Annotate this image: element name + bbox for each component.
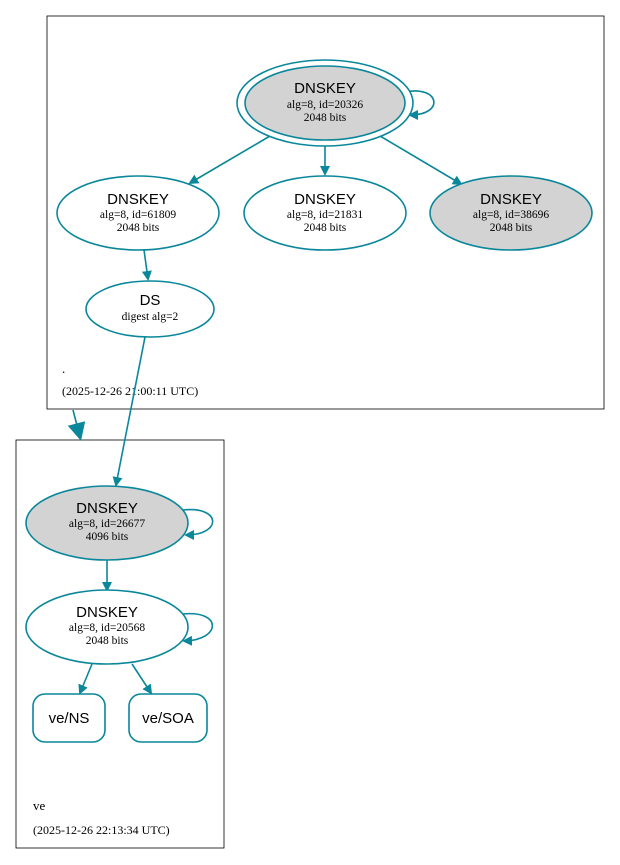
edge-zsk-to-soa xyxy=(131,663,153,695)
edge-ksk-self xyxy=(404,90,435,120)
root-key1-bits: 2048 bits xyxy=(117,222,160,234)
ve-ksk-bits: 4096 bits xyxy=(86,531,129,543)
ve-zsk-bits: 2048 bits xyxy=(86,635,129,647)
root-ksk-bits: 2048 bits xyxy=(304,112,347,124)
root-ksk-title: DNSKEY xyxy=(294,80,356,97)
root-ksk-node[interactable]: DNSKEY alg=8, id=20326 2048 bits xyxy=(236,59,414,147)
ve-ns-label: ve/NS xyxy=(49,710,90,727)
edge-ksk-to-key3 xyxy=(379,135,463,186)
edge-ve-ksk-self xyxy=(182,508,214,540)
ve-ksk-title: DNSKEY xyxy=(76,500,138,517)
root-key2-title: DNSKEY xyxy=(294,191,356,208)
ve-soa-label: ve/SOA xyxy=(142,710,194,727)
ds-title: DS xyxy=(140,292,161,309)
ds-digest: digest alg=2 xyxy=(122,311,179,323)
ve-ns-rrset[interactable]: ve/NS xyxy=(32,693,106,743)
root-key3-alg: alg=8, id=38696 xyxy=(473,209,549,221)
edge-ksk-to-key1 xyxy=(188,135,271,185)
ve-ksk-alg: alg=8, id=26677 xyxy=(69,518,145,530)
root-key2-alg: alg=8, id=21831 xyxy=(287,209,363,221)
ve-zsk-title: DNSKEY xyxy=(76,604,138,621)
ve-zone-timestamp: (2025-12-26 22:13:34 UTC) xyxy=(33,823,170,837)
edge-ds-to-ve-ksk xyxy=(112,336,146,487)
root-key1-title: DNSKEY xyxy=(107,191,169,208)
ve-ksk-node[interactable]: DNSKEY alg=8, id=26677 4096 bits xyxy=(25,485,189,561)
root-zone-name: . xyxy=(62,361,65,376)
root-key3-node[interactable]: DNSKEY alg=8, id=38696 2048 bits xyxy=(429,175,593,251)
edge-zsk-to-ns xyxy=(78,663,93,695)
root-key2-bits: 2048 bits xyxy=(304,222,347,234)
root-key2-node[interactable]: DNSKEY alg=8, id=21831 2048 bits xyxy=(243,175,407,251)
root-key3-title: DNSKEY xyxy=(480,191,542,208)
ve-soa-rrset[interactable]: ve/SOA xyxy=(128,693,208,743)
root-key1-alg: alg=8, id=61809 xyxy=(100,209,176,221)
edge-key1-to-ds xyxy=(141,249,152,281)
ve-zone-name: ve xyxy=(33,798,46,813)
delegation-arrow xyxy=(67,409,86,441)
root-key3-bits: 2048 bits xyxy=(490,222,533,234)
ve-zsk-alg: alg=8, id=20568 xyxy=(69,622,145,634)
root-zone-timestamp: (2025-12-26 21:00:11 UTC) xyxy=(62,384,198,398)
root-ksk-alg: alg=8, id=20326 xyxy=(287,99,363,111)
ve-zsk-node[interactable]: DNSKEY alg=8, id=20568 2048 bits xyxy=(25,589,189,665)
edges xyxy=(67,90,463,695)
edge-ve-zsk-self xyxy=(182,612,213,646)
root-ds-node[interactable]: DS digest alg=2 xyxy=(85,280,215,338)
root-key1-node[interactable]: DNSKEY alg=8, id=61809 2048 bits xyxy=(56,175,220,251)
